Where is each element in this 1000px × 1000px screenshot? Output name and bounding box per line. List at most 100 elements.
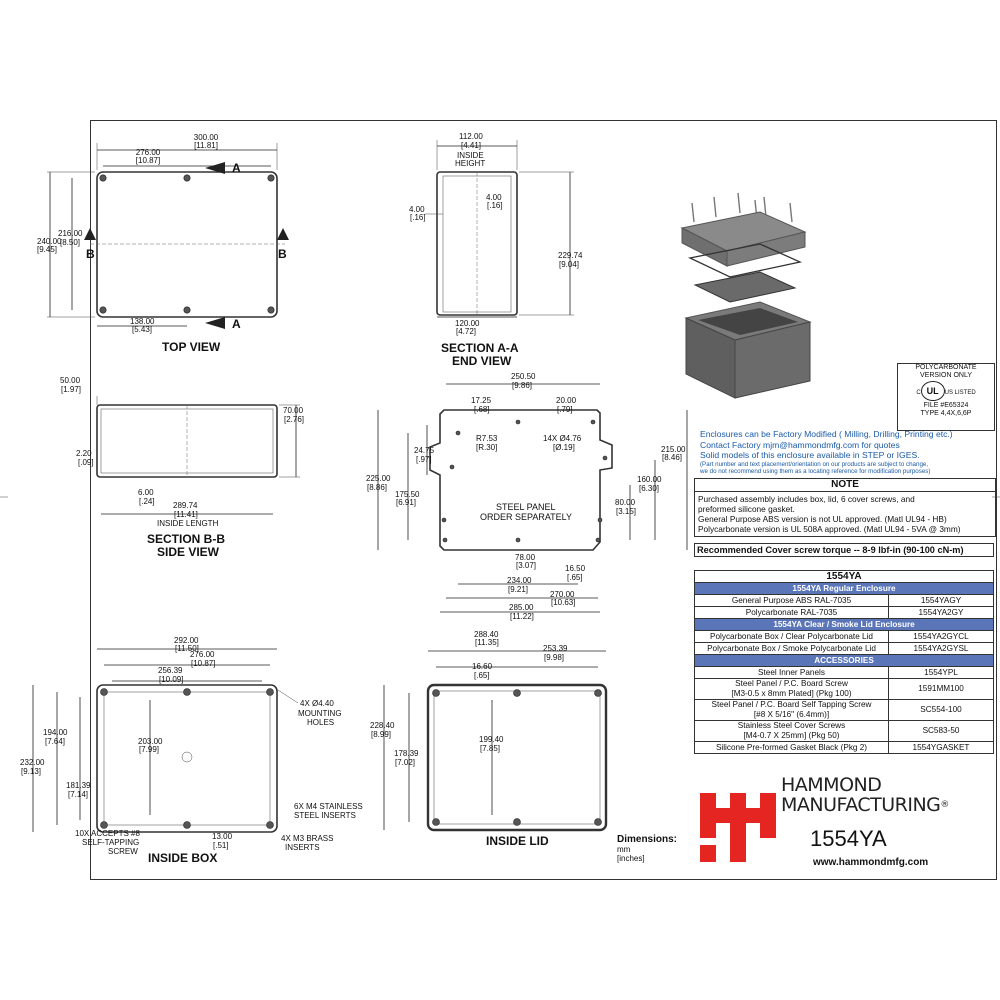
svg-text:[9.86]: [9.86] bbox=[512, 381, 532, 390]
table-row: Steel Panel / P.C. Board Screw [M3-0.5 x… bbox=[694, 678, 994, 700]
svg-text:HEIGHT: HEIGHT bbox=[455, 159, 485, 168]
svg-text:[4.72]: [4.72] bbox=[456, 327, 476, 336]
svg-text:194.00: 194.00 bbox=[43, 728, 68, 737]
svg-text:292.00: 292.00 bbox=[174, 636, 199, 645]
svg-text:[.51]: [.51] bbox=[213, 841, 229, 850]
brand-name: HAMMOND MANUFACTURING® bbox=[781, 774, 949, 816]
svg-text:250.50: 250.50 bbox=[511, 372, 536, 381]
svg-text:[9.04]: [9.04] bbox=[559, 260, 579, 269]
table-section-header: 1554YA Regular Enclosure bbox=[694, 582, 994, 595]
svg-text:[.65]: [.65] bbox=[567, 573, 583, 582]
item-description: Steel Inner Panels bbox=[694, 666, 889, 679]
svg-text:[8.99]: [8.99] bbox=[371, 730, 391, 739]
svg-text:[9.45]: [9.45] bbox=[37, 245, 57, 254]
table-section-header: ACCESSORIES bbox=[694, 654, 994, 667]
svg-text:[.24]: [.24] bbox=[139, 497, 155, 506]
svg-text:240.00: 240.00 bbox=[37, 237, 62, 246]
svg-text:16.60: 16.60 bbox=[472, 662, 493, 671]
svg-text:[11.50]: [11.50] bbox=[175, 644, 199, 653]
top-view: 300.00 [11.81] 276.00 [10.87] 240.00 [9.… bbox=[37, 133, 289, 354]
steel-panel: 250.50 [9.86] 17.25 [.68] 20.00 [.79] R7… bbox=[366, 372, 688, 621]
svg-text:4X Ø4.40: 4X Ø4.40 bbox=[300, 699, 334, 708]
svg-text:256.39: 256.39 bbox=[158, 666, 183, 675]
part-number: 1554YAGY bbox=[888, 594, 994, 607]
svg-text:[7.85]: [7.85] bbox=[480, 744, 500, 753]
svg-text:[8.46]: [8.46] bbox=[662, 453, 682, 462]
svg-text:78.00: 78.00 bbox=[515, 553, 536, 562]
part-number: SC583-50 bbox=[888, 720, 994, 742]
svg-text:[10.63]: [10.63] bbox=[551, 598, 575, 607]
svg-text:70.00: 70.00 bbox=[283, 406, 304, 415]
top-view-title: TOP VIEW bbox=[162, 340, 221, 354]
svg-text:[2.76]: [2.76] bbox=[284, 415, 304, 424]
table-row: Silicone Pre-formed Gasket Black (Pkg 2)… bbox=[694, 741, 994, 754]
svg-text:A: A bbox=[232, 161, 241, 175]
svg-text:181.39: 181.39 bbox=[66, 781, 91, 790]
svg-text:R7.53: R7.53 bbox=[476, 434, 498, 443]
svg-text:SIDE VIEW: SIDE VIEW bbox=[157, 545, 220, 559]
svg-text:16.50: 16.50 bbox=[565, 564, 586, 573]
note-box: NOTE Purchased assembly includes box, li… bbox=[694, 478, 996, 537]
svg-text:[Ø.19]: [Ø.19] bbox=[553, 443, 575, 452]
svg-text:228.40: 228.40 bbox=[370, 721, 395, 730]
svg-text:[7.14]: [7.14] bbox=[68, 790, 88, 799]
svg-text:6X M4 STAINLESS: 6X M4 STAINLESS bbox=[294, 802, 363, 811]
svg-text:17.25: 17.25 bbox=[471, 396, 492, 405]
svg-text:[11.41]: [11.41] bbox=[174, 510, 198, 519]
inside-lid: 288.40 [11.35] 253.39 [9.98] 16.60 [.65]… bbox=[370, 630, 608, 848]
svg-text:276.00: 276.00 bbox=[136, 148, 161, 157]
drawing-frame bbox=[90, 120, 997, 880]
part-number: 1554YGASKET bbox=[888, 741, 994, 754]
svg-text:[6.30]: [6.30] bbox=[639, 484, 659, 493]
item-description: General Purpose ABS RAL-7035 bbox=[694, 594, 889, 607]
svg-text:SELF-TAPPING: SELF-TAPPING bbox=[82, 838, 139, 847]
svg-text:STEEL PANEL: STEEL PANEL bbox=[496, 502, 556, 512]
svg-text:178.39: 178.39 bbox=[394, 749, 419, 758]
svg-text:13.00: 13.00 bbox=[212, 832, 233, 841]
svg-text:285.00: 285.00 bbox=[509, 603, 534, 612]
svg-text:INSIDE LID: INSIDE LID bbox=[486, 834, 549, 848]
svg-text:[7.64]: [7.64] bbox=[45, 737, 65, 746]
svg-text:6.00: 6.00 bbox=[138, 488, 154, 497]
svg-text:[8.86]: [8.86] bbox=[367, 483, 387, 492]
svg-text:20.00: 20.00 bbox=[556, 396, 577, 405]
modification-info: Enclosures can be Factory Modified ( Mil… bbox=[700, 429, 953, 475]
svg-text:END VIEW: END VIEW bbox=[452, 354, 512, 368]
svg-text:175.50: 175.50 bbox=[395, 490, 420, 499]
svg-text:225.00: 225.00 bbox=[366, 474, 391, 483]
svg-text:MOUNTING: MOUNTING bbox=[298, 709, 342, 718]
svg-text:[7.99]: [7.99] bbox=[139, 745, 159, 754]
torque-note: Recommended Cover screw torque -- 8-9 lb… bbox=[694, 543, 994, 557]
svg-text:[9.13]: [9.13] bbox=[21, 767, 41, 776]
svg-text:[5.43]: [5.43] bbox=[132, 325, 152, 334]
svg-text:24.75: 24.75 bbox=[414, 446, 435, 455]
svg-text:[.68]: [.68] bbox=[474, 405, 490, 414]
svg-text:[9.21]: [9.21] bbox=[508, 585, 528, 594]
svg-text:[7.02]: [7.02] bbox=[395, 758, 415, 767]
svg-text:HOLES: HOLES bbox=[307, 718, 334, 727]
svg-text:[1.97]: [1.97] bbox=[61, 385, 81, 394]
svg-text:[8.50]: [8.50] bbox=[60, 238, 80, 247]
item-description: Polycarbonate RAL-7035 bbox=[694, 606, 889, 619]
svg-text:[10.87]: [10.87] bbox=[136, 156, 160, 165]
inside-box: 292.00 [11.50] 276.00 [10.87] 256.39 [10… bbox=[20, 636, 363, 865]
part-number: SC554-100 bbox=[888, 699, 994, 721]
table-row: Stainless Steel Cover Screws [M4-0.7 X 2… bbox=[694, 720, 994, 742]
svg-text:[.79]: [.79] bbox=[557, 405, 573, 414]
svg-text:14X Ø4.76: 14X Ø4.76 bbox=[543, 434, 582, 443]
svg-text:[3.15]: [3.15] bbox=[616, 507, 636, 516]
svg-text:[6.91]: [6.91] bbox=[396, 498, 416, 507]
top-w-outer: 300.00 bbox=[194, 133, 219, 142]
svg-text:SECTION B-B: SECTION B-B bbox=[147, 532, 225, 546]
svg-text:270.00: 270.00 bbox=[550, 590, 575, 599]
item-description: Stainless Steel Cover Screws [M4-0.7 X 2… bbox=[694, 720, 889, 742]
svg-text:199.40: 199.40 bbox=[479, 735, 504, 744]
svg-text:[11.81]: [11.81] bbox=[194, 141, 218, 150]
svg-text:STEEL INSERTS: STEEL INSERTS bbox=[294, 811, 356, 820]
exploded-assembly-image bbox=[680, 192, 812, 399]
item-description: Steel Panel / P.C. Board Self Tapping Sc… bbox=[694, 699, 889, 721]
